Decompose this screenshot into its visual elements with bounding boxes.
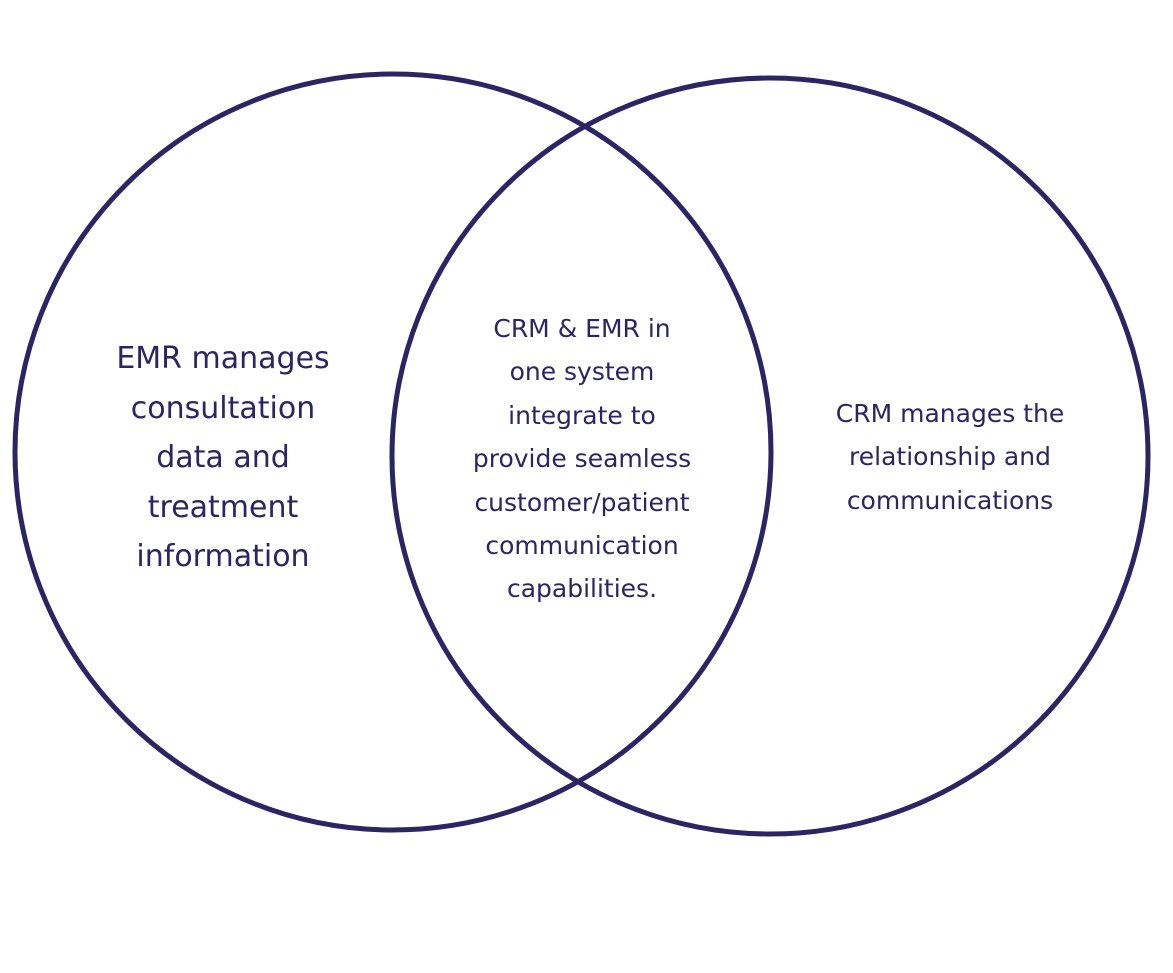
crm-region-label: CRM manages the relationship and communi… bbox=[800, 392, 1100, 522]
overlap-label-line: integrate to bbox=[508, 400, 656, 430]
overlap-label-line: capabilities. bbox=[506, 574, 658, 604]
overlap-label-line: provide seamless bbox=[472, 444, 692, 474]
overlap-label-line: communication bbox=[485, 531, 679, 561]
emr-label-line: information bbox=[136, 539, 310, 574]
emr-region-label: EMR manages consultation data and treatm… bbox=[92, 334, 354, 582]
crm-label-line: relationship and bbox=[849, 442, 1051, 472]
crm-circle bbox=[389, 75, 1151, 837]
overlap-label-line: CRM & EMR in bbox=[493, 314, 671, 343]
crm-label-line: CRM manages the bbox=[835, 399, 1065, 428]
emr-label-line: EMR manages bbox=[116, 341, 330, 376]
emr-label-line: treatment bbox=[147, 489, 299, 525]
emr-circle bbox=[12, 71, 774, 833]
emr-label-line: consultation bbox=[130, 390, 316, 426]
overlap-region-label: CRM & EMR in one system integrate to pro… bbox=[432, 307, 732, 611]
emr-label-line: data and bbox=[156, 440, 290, 475]
crm-label-line: communications bbox=[846, 485, 1054, 515]
overlap-label-line: customer/patient bbox=[474, 487, 690, 517]
overlap-label-line: one system bbox=[509, 357, 655, 387]
